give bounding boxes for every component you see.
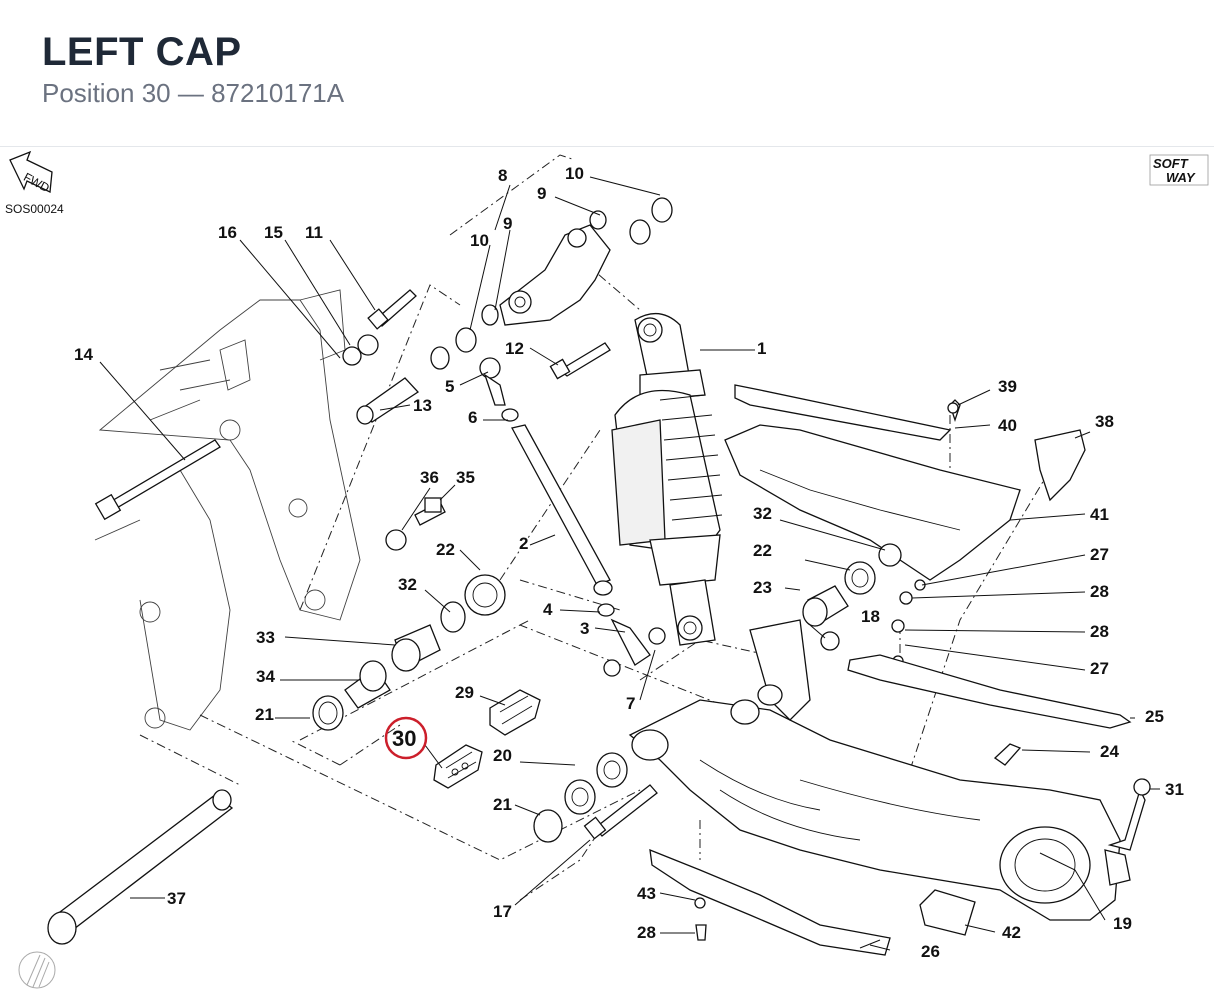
lower-guard [649, 848, 976, 956]
callout-label: 19 [1113, 914, 1132, 933]
watermark-icon [18, 951, 56, 989]
callout-label: 33 [256, 628, 275, 647]
svg-text:WAY: WAY [1166, 170, 1196, 185]
callout-label: 24 [1100, 742, 1119, 761]
callout-label: 36 [420, 468, 439, 487]
softway-logo: SOFT WAY [1149, 154, 1209, 186]
callout-label: 34 [256, 667, 275, 686]
callout-label: 27 [1090, 659, 1109, 678]
header: LEFT CAP Position 30 — 87210171A [0, 0, 1214, 147]
callout-label: 29 [455, 683, 474, 702]
callout-label: 28 [1090, 622, 1109, 641]
callout-label: 32 [398, 575, 417, 594]
callout-label: 9 [503, 214, 512, 233]
callout-label: 8 [498, 166, 507, 185]
callout-label: 10 [470, 231, 489, 250]
callout-label: 31 [1165, 780, 1184, 799]
rocker-linkage [430, 197, 673, 370]
callout-label: 23 [753, 578, 772, 597]
needle-bearings [533, 752, 658, 843]
exploded-parts-diagram: FWD SOS00024 SOFT WAY [5, 150, 1209, 989]
callout-label: 22 [436, 540, 455, 559]
callout-label: 22 [753, 541, 772, 560]
cap-29 [489, 689, 541, 736]
callout-label: 21 [493, 795, 512, 814]
swingarm [628, 619, 1151, 921]
chain-guard [724, 384, 1086, 581]
pivot-parts [312, 497, 506, 731]
callout-label: 42 [1002, 923, 1021, 942]
callout-label: 39 [998, 377, 1017, 396]
right-side-bushings [802, 543, 926, 667]
chain-slider [847, 654, 1132, 766]
callout-label: 2 [519, 534, 528, 553]
callout-labels: 1 2 3 4 5 6 7 8 9 9 10 10 11 12 13 14 15… [74, 164, 1184, 961]
callout-label: 3 [580, 619, 589, 638]
highlighted-callout-30[interactable]: 30 [384, 716, 428, 760]
callout-label: 9 [537, 184, 546, 203]
axle-bolt [47, 789, 234, 945]
callout-label: 14 [74, 345, 93, 364]
callout-label: 7 [626, 694, 635, 713]
highlighted-label: 30 [392, 726, 416, 751]
callout-label: 43 [637, 884, 656, 903]
leader-lines [99, 176, 1160, 951]
page-title: LEFT CAP [42, 30, 242, 74]
callout-label: 5 [445, 377, 454, 396]
highlight-ring [384, 716, 428, 760]
frame-outline [94, 289, 361, 731]
svg-text:SOFT: SOFT [1153, 156, 1189, 171]
callout-label: 26 [921, 942, 940, 961]
callout-label: 38 [1095, 412, 1114, 431]
callout-label: 12 [505, 339, 524, 358]
callout-label: 13 [413, 396, 432, 415]
callout-label: 15 [264, 223, 283, 242]
callout-label: 27 [1090, 545, 1109, 564]
callout-label: 25 [1145, 707, 1164, 726]
callout-label: 37 [167, 889, 186, 908]
callout-label: 16 [218, 223, 237, 242]
callout-label: 35 [456, 468, 475, 487]
callout-label: 40 [998, 416, 1017, 435]
shock-absorber [611, 313, 723, 646]
callout-label: 4 [543, 600, 553, 619]
callout-label: 17 [493, 902, 512, 921]
callout-label: 18 [861, 607, 880, 626]
part-subtitle: Position 30 — 87210171A [42, 78, 345, 108]
fwd-arrow-icon: FWD [9, 150, 53, 195]
callout-label: 6 [468, 408, 477, 427]
callout-label: 10 [565, 164, 584, 183]
drawing-code: SOS00024 [5, 202, 64, 216]
callout-label: 41 [1090, 505, 1109, 524]
callout-label: 20 [493, 746, 512, 765]
bolts-upper-left [94, 289, 611, 521]
callout-label: 32 [753, 504, 772, 523]
callout-label: 1 [757, 339, 766, 358]
callout-label: 11 [305, 223, 323, 242]
callout-label: 28 [1090, 582, 1109, 601]
callout-label: 28 [637, 923, 656, 942]
left-cap-30 [433, 744, 483, 789]
callout-label: 21 [255, 705, 274, 724]
